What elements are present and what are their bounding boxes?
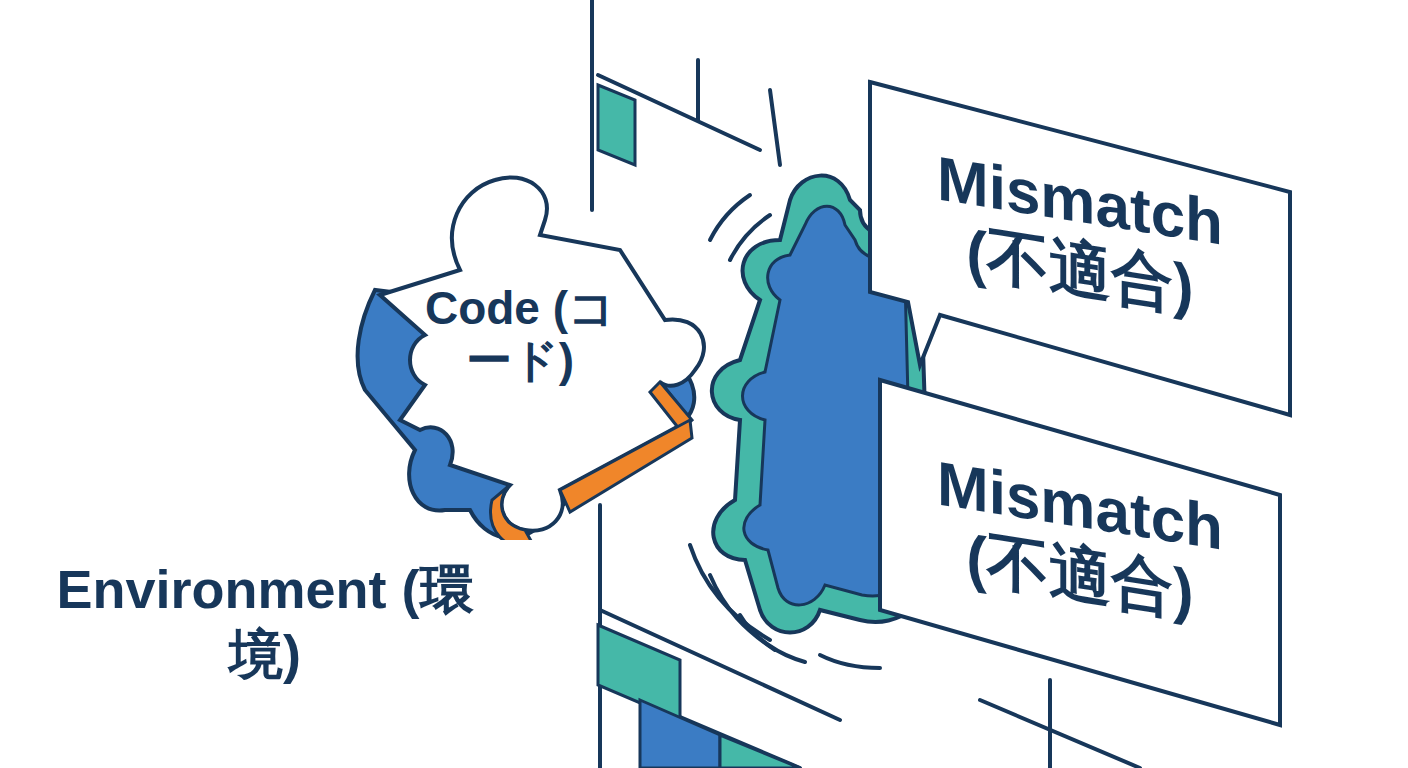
wall-line	[590, 0, 594, 210]
callout-shape	[870, 82, 1290, 415]
wall-line	[770, 90, 780, 165]
piece-label: Code (コード)	[410, 283, 630, 386]
motion-lines	[690, 195, 880, 668]
wall-line	[1048, 680, 1052, 768]
puzzle-piece	[380, 177, 704, 530]
wall-block	[640, 700, 720, 768]
wall-line	[980, 700, 1140, 768]
wall-line	[640, 700, 800, 768]
wall-line	[696, 60, 700, 120]
callout-box: Mismatch (不適合)	[870, 370, 1290, 740]
callout-shape	[880, 380, 1280, 725]
shape	[560, 420, 692, 512]
environment-label: Environment (環境)	[50, 557, 480, 687]
puzzle-piece-node: Code (コード)	[320, 120, 720, 540]
shape	[491, 485, 535, 540]
wall-block	[720, 735, 800, 768]
wall-block	[598, 85, 635, 165]
callout-box: Mismatch (不適合)	[860, 70, 1300, 430]
